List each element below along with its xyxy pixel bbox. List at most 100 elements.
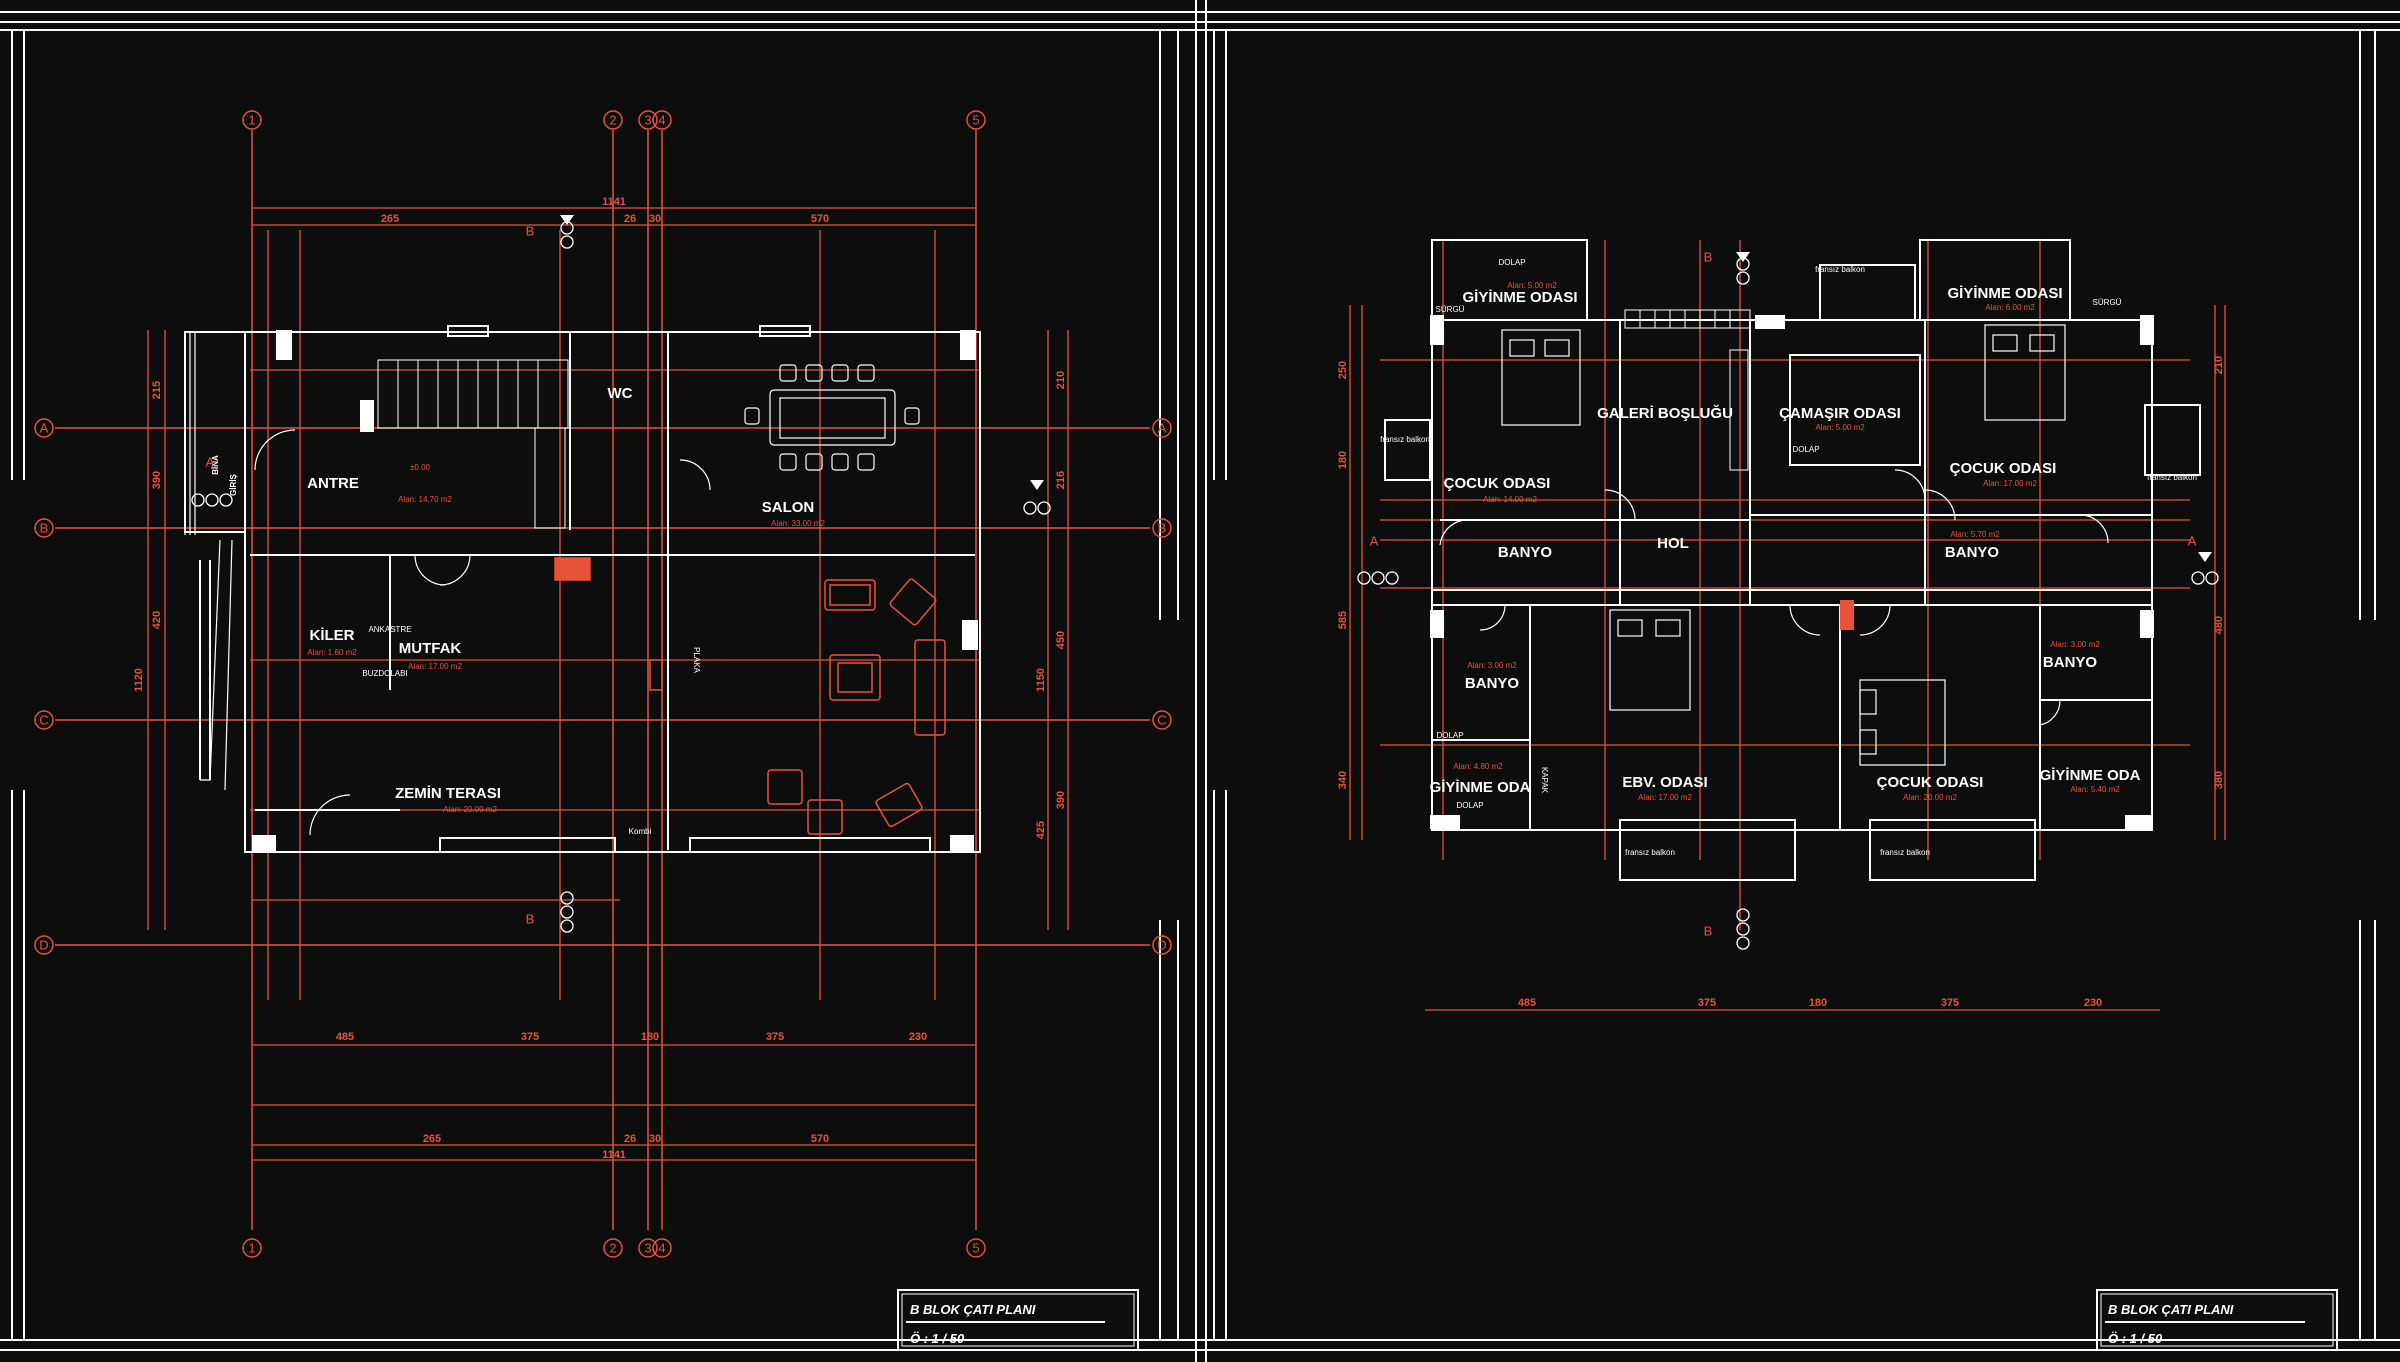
- upper-dim-bottom-2: 180: [1809, 997, 1827, 1009]
- note-fransiz-4: fransız balkon: [1625, 848, 1675, 857]
- ground-plan-columns: [252, 330, 978, 851]
- grid-label-row-d: D: [39, 937, 48, 952]
- entrance-ramp: [184, 332, 233, 791]
- dining-table: [744, 364, 920, 471]
- room-banyo-1: BANYO: [1498, 544, 1553, 561]
- grid-label-col-5-bottom: 5: [972, 1240, 979, 1255]
- dim-bottom2-2: 30: [649, 1133, 661, 1145]
- dim-top-2: 30: [649, 213, 661, 225]
- section-mark-a-left: A: [206, 454, 215, 469]
- room-cocuk-1-area: Alan: 14.00 m2: [1483, 495, 1537, 504]
- grid-label-col-2: 2: [609, 112, 616, 127]
- room-mutfak-area: Alan: 17.00 m2: [408, 662, 462, 671]
- dim-bottom1-4: 230: [909, 1031, 927, 1043]
- doors-ground: [254, 429, 711, 836]
- upper-dim-right-0: 210: [2213, 356, 2225, 374]
- section-marks-ground: B B A: [191, 215, 1051, 933]
- grid-label-col-2-bottom: 2: [609, 1240, 616, 1255]
- grid-label-row-c: C: [39, 712, 48, 727]
- grid-label-col-1: 1: [248, 112, 255, 127]
- upper-dim-bottom-0: 485: [1518, 997, 1536, 1009]
- note-fransiz-1: fransız balkon: [1815, 265, 1865, 274]
- title-block-left: B BLOK ÇATI PLANI Ö : 1 / 50: [897, 1289, 1139, 1351]
- room-banyo-4-area: Alan: 3.00 m2: [2050, 640, 2100, 649]
- dim-left-1: 390: [151, 471, 163, 489]
- note-kombi: Kombi: [629, 827, 652, 836]
- room-antre: ANTRE: [307, 475, 359, 492]
- grid-label-row-b: B: [40, 520, 49, 535]
- note-fransiz-3: fransız balkon: [2147, 473, 2197, 482]
- room-mutfak: MUTFAK: [399, 640, 462, 657]
- dim-bottom2-1: 26: [624, 1133, 636, 1145]
- upper-dim-bottom-3: 375: [1941, 997, 1959, 1009]
- grid-label-col-4-bottom: 4: [658, 1240, 665, 1255]
- dim-right-2: 450: [1055, 631, 1067, 649]
- grid-label-col-5: 5: [972, 112, 979, 127]
- ground-plan-grid-bubbles: 1 2 3 4 5 1 2 3 4 5 A B C D A B C D: [34, 110, 1172, 1258]
- room-wc: WC: [608, 385, 633, 402]
- room-ebv: EBV. ODASI: [1622, 774, 1707, 791]
- doors-upper: [1439, 469, 2109, 726]
- room-giyinme-2: GİYİNME ODASI: [1947, 285, 2062, 302]
- title-block-left-scale: Ö : 1 / 50: [910, 1331, 965, 1346]
- note-dolap-3: DOLAP: [1436, 731, 1463, 740]
- room-banyo-4: BANYO: [2043, 654, 2098, 671]
- room-salon: SALON: [762, 499, 815, 516]
- note-surgu-2: SÜRGÜ: [2093, 298, 2122, 307]
- ground-plan-dimension-lines: [147, 207, 1069, 1161]
- dim-bottom1-0: 485: [336, 1031, 354, 1043]
- grid-label-col-3-bottom: 3: [644, 1240, 651, 1255]
- room-giyinme-4: GİYİNME ODA: [2040, 767, 2141, 784]
- room-galeri: GALERİ BOŞLUĞU: [1597, 404, 1733, 422]
- upper-dim-bottom-1: 375: [1698, 997, 1716, 1009]
- grid-label-col-3: 3: [644, 112, 651, 127]
- upper-plan-dimensions: 485 375 180 375 230 250 180 585 340 210 …: [1337, 356, 2225, 1009]
- upper-dim-left-0: 250: [1337, 361, 1349, 379]
- section-mark-b-top: B: [526, 223, 535, 238]
- living-room-furniture: [554, 557, 946, 835]
- room-camasir: ÇAMAŞIR ODASI: [1779, 405, 1901, 422]
- upper-dim-right-2: 380: [2213, 771, 2225, 789]
- note-fransiz-2: fransız balkon: [1380, 435, 1430, 444]
- note-plaka: PLAKA: [692, 647, 701, 673]
- room-cocuk-2: ÇOCUK ODASI: [1950, 460, 2057, 477]
- upper-section-b-bottom: B: [1704, 923, 1713, 938]
- upper-plan-dimension-lines: [1349, 240, 2226, 1011]
- dim-left-2: 420: [151, 611, 163, 629]
- room-ebv-area: Alan: 17.00 m2: [1638, 793, 1692, 802]
- room-cocuk-3-area: Alan: 20.00 m2: [1903, 793, 1957, 802]
- beds: [1501, 324, 2066, 766]
- dim-right-1: 216: [1055, 471, 1067, 489]
- dim-right-4: 390: [1055, 791, 1067, 809]
- room-cocuk-2-area: Alan: 17.00 m2: [1983, 479, 2037, 488]
- ground-plan-dimensions: 1141 265 26 30 570 485 375 180 375 230 2…: [133, 196, 1067, 1161]
- note-dolap-1: DOLAP: [1498, 258, 1525, 267]
- ground-plan-room-labels: ANTRE Alan: 14.70 m2 SALON Alan: 33.00 m…: [211, 385, 825, 836]
- room-giyinme-4-area: Alan: 5.40 m2: [2070, 785, 2120, 794]
- title-block-right-scale: Ö : 1 / 50: [2108, 1331, 2163, 1346]
- room-zemin-terasi: ZEMİN TERASI: [395, 785, 501, 802]
- upper-plan-room-labels: GİYİNME ODASI Alan: 5.00 m2 GİYİNME ODAS…: [1380, 258, 2197, 857]
- upper-section-a-left: A: [1370, 533, 1379, 548]
- section-marks-upper: B B A A: [1357, 249, 2219, 950]
- room-cocuk-3: ÇOCUK ODASI: [1877, 774, 1984, 791]
- ground-plan-walls: [184, 325, 981, 853]
- dim-bottom2-0: 265: [423, 1133, 441, 1145]
- dim-bottom1-1: 375: [521, 1031, 539, 1043]
- room-kiler-area: Alan: 1.60 m2: [307, 648, 357, 657]
- room-camasir-area: Alan: 5.00 m2: [1815, 423, 1865, 432]
- title-block-left-title: B BLOK ÇATI PLANI: [910, 1302, 1036, 1317]
- grid-label-row-a: A: [40, 420, 49, 435]
- upper-dim-left-1: 180: [1337, 451, 1349, 469]
- room-banyo-3-area: Alan: 3.00 m2: [1467, 661, 1517, 670]
- dim-top-1: 26: [624, 213, 636, 225]
- room-cocuk-1: ÇOCUK ODASI: [1444, 475, 1551, 492]
- dim-right-5: 425: [1035, 821, 1047, 839]
- room-hol: HOL: [1657, 535, 1689, 552]
- upper-dim-right-1: 480: [2213, 616, 2225, 634]
- title-block-right: B BLOK ÇATI PLANI Ö : 1 / 50: [2096, 1289, 2338, 1351]
- dim-left-3: 1120: [133, 668, 145, 692]
- room-giyinme-1: GİYİNME ODASI: [1462, 289, 1577, 306]
